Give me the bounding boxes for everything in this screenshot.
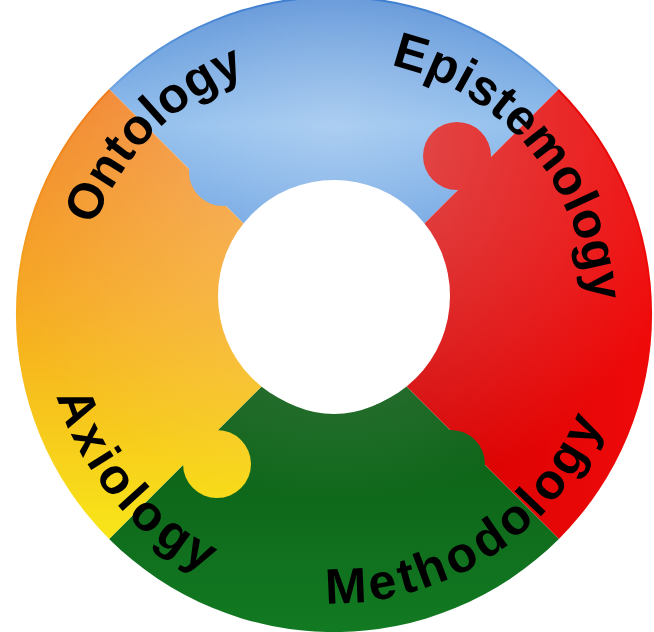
label-glyph: y <box>578 269 631 302</box>
center-hole <box>218 180 450 412</box>
gloss <box>18 0 650 630</box>
label-glyph: M <box>324 560 368 612</box>
